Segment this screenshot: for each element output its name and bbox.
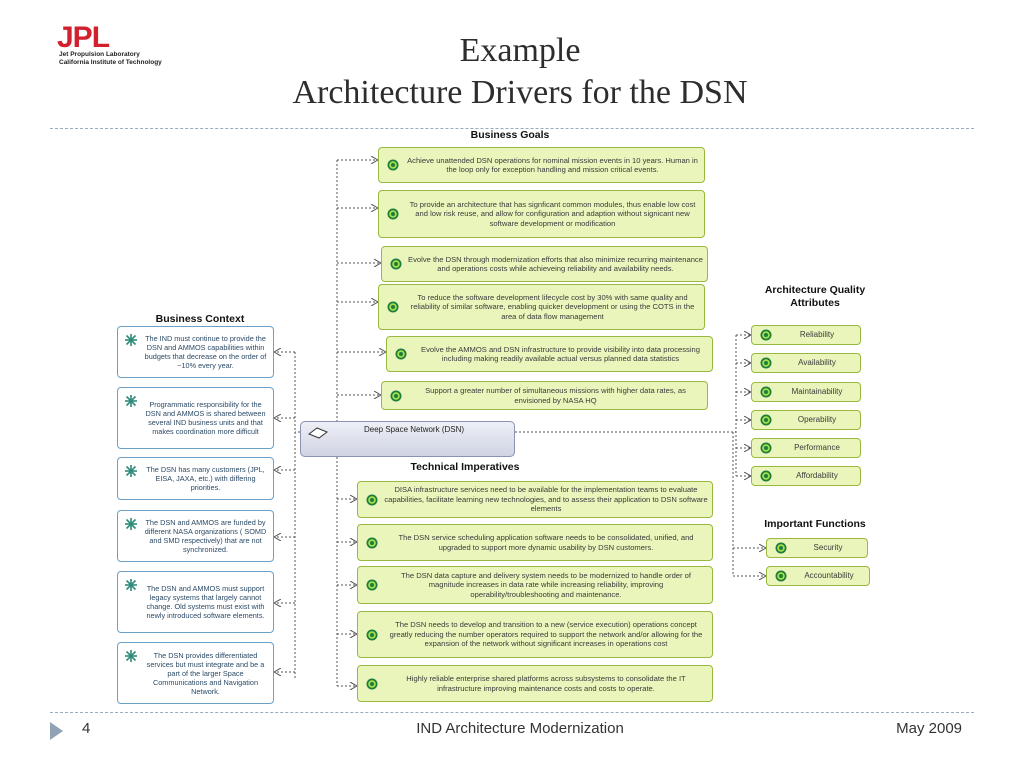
footer-date: May 2009 xyxy=(896,720,962,737)
business-goals-header: Business Goals xyxy=(470,129,550,141)
technical-imperatives-header: Technical Imperatives xyxy=(410,461,520,473)
quality-attribute: Operability xyxy=(751,410,861,430)
business-context-text: The DSN and AMMOS are funded by differen… xyxy=(144,518,267,554)
business-context-text: The DSN and AMMOS must support legacy sy… xyxy=(146,584,265,620)
goal-icon xyxy=(760,414,772,426)
technical-imperative: The DSN data capture and delivery system… xyxy=(357,566,713,604)
business-context-text: The DSN has many customers (JPL, EISA, J… xyxy=(146,465,265,492)
quality-attribute-label: Operability xyxy=(797,415,837,425)
dsn-center-node: Deep Space Network (DSN) xyxy=(300,421,515,457)
asterisk-icon xyxy=(125,465,137,477)
business-context-item: Programmatic responsibility for the DSN … xyxy=(117,387,274,449)
important-function: Security xyxy=(766,538,868,558)
business-goal-text: To provide an architecture that has sign… xyxy=(409,199,696,228)
goal-icon xyxy=(366,579,378,591)
goal-icon xyxy=(760,329,772,341)
business-context-header: Business Context xyxy=(155,313,245,325)
goal-icon xyxy=(366,537,378,548)
business-goal: Achieve unattended DSN operations for no… xyxy=(378,147,705,183)
quality-attribute-label: Maintainability xyxy=(791,387,843,397)
quality-attributes-header-line-1: Architecture Quality xyxy=(764,284,866,296)
goal-icon xyxy=(366,678,378,689)
business-goal: Evolve the DSN through modernization eff… xyxy=(381,246,708,282)
business-goal: To reduce the software development lifec… xyxy=(378,284,705,330)
technical-imperative: The DSN needs to develop and transition … xyxy=(357,611,713,658)
quality-attribute: Reliability xyxy=(751,325,861,345)
business-context-item: The DSN has many customers (JPL, EISA, J… xyxy=(117,457,274,500)
quality-attribute: Affordability xyxy=(751,466,861,486)
quality-attribute-label: Reliability xyxy=(799,330,835,340)
business-context-item: The DSN and AMMOS are funded by differen… xyxy=(117,510,274,562)
title-line-1: Example xyxy=(459,32,581,69)
important-function-label: Security xyxy=(813,543,843,553)
technical-imperative-text: Highly reliable enterprise shared platfo… xyxy=(406,674,686,693)
footer-title: IND Architecture Modernization xyxy=(416,720,624,737)
goal-icon xyxy=(387,159,399,171)
technical-imperative: Highly reliable enterprise shared platfo… xyxy=(357,665,713,702)
business-goal-text: Evolve the DSN through modernization eff… xyxy=(408,254,703,273)
asterisk-icon xyxy=(125,395,137,407)
goal-icon xyxy=(760,357,772,369)
business-goal-text: To reduce the software development lifec… xyxy=(410,292,695,321)
quality-attributes-header: Architecture Quality Attributes xyxy=(735,284,895,310)
business-goal-text: Achieve unattended DSN operations for no… xyxy=(407,155,698,174)
asterisk-icon xyxy=(125,518,137,530)
quality-attributes-header-line-2: Attributes xyxy=(790,297,840,309)
goal-icon xyxy=(366,629,378,640)
technical-imperative: DISA infrastructure services need to be … xyxy=(357,481,713,518)
goal-icon xyxy=(760,386,772,398)
asterisk-icon xyxy=(125,579,137,591)
jpl-logo: JPL Jet Propulsion Laboratory California… xyxy=(55,21,175,68)
business-goal: Evolve the AMMOS and DSN infrastructure … xyxy=(386,336,713,372)
business-goal-text: Evolve the AMMOS and DSN infrastructure … xyxy=(421,344,700,363)
important-functions-header: Important Functions xyxy=(764,518,866,530)
technical-imperative-text: The DSN service scheduling application s… xyxy=(398,533,694,552)
goal-icon xyxy=(395,348,407,360)
title-divider xyxy=(50,128,974,129)
business-context-item: The DSN provides differentiated services… xyxy=(117,642,274,704)
technical-imperative-text: The DSN needs to develop and transition … xyxy=(389,620,703,649)
triangle-bullet-icon xyxy=(50,722,63,740)
logo-line-2: California Institute of Technology xyxy=(59,59,162,66)
important-function-label: Accountability xyxy=(804,571,854,581)
important-function: Accountability xyxy=(766,566,870,586)
business-goal: Support a greater number of simultaneous… xyxy=(381,381,708,410)
asterisk-icon xyxy=(125,650,137,662)
business-context-item: The DSN and AMMOS must support legacy sy… xyxy=(117,571,274,633)
business-goal-text: Support a greater number of simultaneous… xyxy=(425,386,686,405)
business-context-text: The DSN provides differentiated services… xyxy=(146,650,265,696)
quality-attribute: Performance xyxy=(751,438,861,458)
goal-icon xyxy=(390,258,402,270)
business-context-item: The IND must continue to provide the DSN… xyxy=(117,326,274,378)
goal-icon xyxy=(390,390,402,401)
logo-mark: JPL xyxy=(57,21,110,54)
footer-divider xyxy=(50,712,974,713)
goal-icon xyxy=(366,494,378,505)
technical-imperative-text: The DSN data capture and delivery system… xyxy=(401,570,691,599)
goal-icon xyxy=(387,208,399,220)
goal-icon xyxy=(775,570,787,582)
quality-attribute-label: Performance xyxy=(794,443,840,453)
business-context-text: The IND must continue to provide the DSN… xyxy=(144,334,267,370)
quality-attribute-label: Affordability xyxy=(796,471,838,481)
goal-icon xyxy=(775,542,787,554)
logo-line-1: Jet Propulsion Laboratory xyxy=(59,51,140,58)
technical-imperative-text: DISA infrastructure services need to be … xyxy=(384,485,708,514)
asterisk-icon xyxy=(125,334,137,346)
technical-imperative: The DSN service scheduling application s… xyxy=(357,524,713,561)
page-number: 4 xyxy=(82,720,91,737)
slide-title: Example Architecture Drivers for the DSN xyxy=(150,30,890,114)
business-goal: To provide an architecture that has sign… xyxy=(378,190,705,238)
goal-icon xyxy=(760,470,772,482)
title-line-2: Architecture Drivers for the DSN xyxy=(292,74,748,111)
diamond-icon xyxy=(307,427,329,439)
quality-attribute: Availability xyxy=(751,353,861,373)
quality-attribute-label: Availability xyxy=(798,358,836,368)
business-context-text: Programmatic responsibility for the DSN … xyxy=(145,400,266,436)
dsn-node-label: Deep Space Network (DSN) xyxy=(364,425,465,434)
goal-icon xyxy=(387,301,399,313)
quality-attribute: Maintainability xyxy=(751,382,861,402)
goal-icon xyxy=(760,442,772,454)
